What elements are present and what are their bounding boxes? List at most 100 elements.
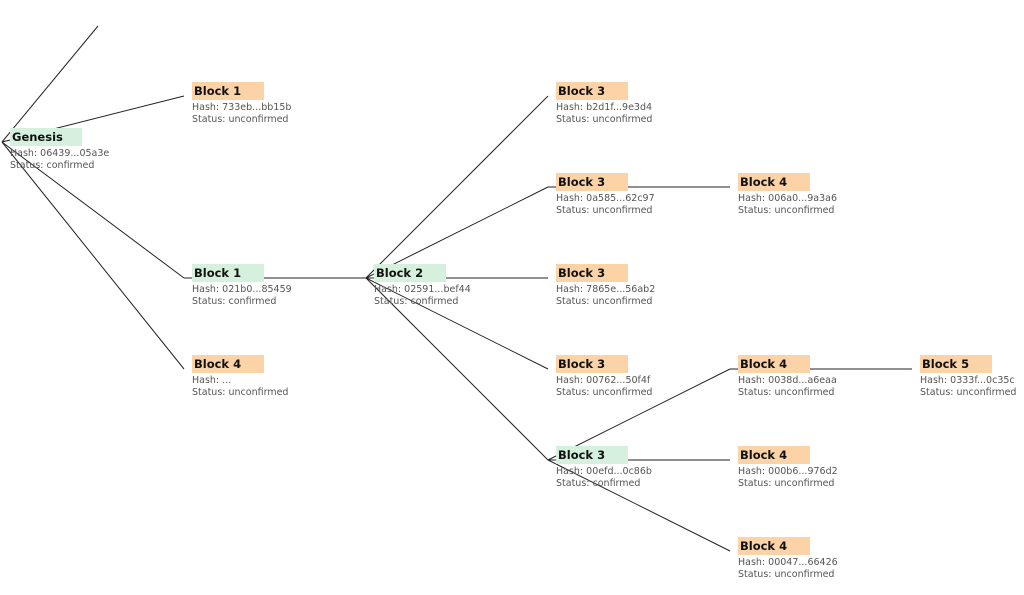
status-value: confirmed	[46, 160, 95, 171]
status-label: Status:	[738, 478, 772, 489]
block-hash-row: Hash: 02591...bef44	[374, 284, 471, 296]
block-meta: Hash: ...Status: unconfirmed	[192, 375, 288, 399]
edge-genesis-b4x	[1, 141, 185, 370]
hash-label: Hash:	[192, 375, 220, 386]
edge-b2-b3a	[365, 95, 549, 279]
hash-label: Hash:	[738, 193, 766, 204]
status-label: Status:	[374, 296, 408, 307]
status-label: Status:	[556, 114, 590, 125]
hash-label: Hash:	[192, 284, 220, 295]
block-status-row: Status: unconfirmed	[738, 569, 838, 581]
block-hash-row: Hash: ...	[192, 375, 288, 387]
status-value: unconfirmed	[228, 114, 289, 125]
block-node-b4x[interactable]: Block 4 Hash: ...Status: unconfirmed	[192, 355, 288, 399]
block-status-row: Status: unconfirmed	[556, 205, 655, 217]
edge-genesis-upstream	[1, 25, 99, 143]
block-hash-row: Hash: 0a585...62c97	[556, 193, 655, 205]
edge-genesis-b1b	[1, 141, 185, 279]
block-hash-row: Hash: 0038d...a6eaa	[738, 375, 837, 387]
status-label: Status:	[920, 387, 954, 398]
hash-label: Hash:	[556, 193, 584, 204]
hash-value: b2d1f...9e3d4	[586, 102, 653, 113]
block-status-row: Status: unconfirmed	[192, 114, 291, 126]
hash-value: 00762...50f4f	[586, 375, 651, 386]
hash-value: 00efd...0c86b	[586, 466, 652, 477]
hash-value: 0a585...62c97	[586, 193, 655, 204]
block-status-row: Status: confirmed	[374, 296, 471, 308]
block-hash-row: Hash: 06439...05a3e	[10, 148, 109, 160]
block-title: Block 4	[738, 355, 810, 373]
block-hash-row: Hash: 00efd...0c86b	[556, 466, 652, 478]
block-title: Block 3	[556, 355, 628, 373]
status-label: Status:	[556, 205, 590, 216]
hash-value: 000b6...976d2	[768, 466, 838, 477]
block-title: Block 3	[556, 264, 628, 282]
block-title: Block 3	[556, 173, 628, 191]
status-value: unconfirmed	[228, 387, 289, 398]
status-label: Status:	[738, 387, 772, 398]
status-label: Status:	[192, 114, 226, 125]
block-status-row: Status: unconfirmed	[738, 478, 838, 490]
block-status-row: Status: unconfirmed	[738, 205, 837, 217]
status-label: Status:	[556, 296, 590, 307]
block-title: Block 1	[192, 264, 264, 282]
status-value: confirmed	[410, 296, 459, 307]
hash-value: 7865e...56ab2	[586, 284, 656, 295]
status-value: unconfirmed	[774, 205, 835, 216]
block-title: Block 4	[738, 537, 810, 555]
block-status-row: Status: unconfirmed	[556, 114, 652, 126]
status-value: confirmed	[228, 296, 277, 307]
status-value: unconfirmed	[592, 296, 653, 307]
status-value: confirmed	[592, 478, 641, 489]
block-title: Block 4	[192, 355, 264, 373]
block-title: Block 4	[738, 173, 810, 191]
hash-label: Hash:	[556, 102, 584, 113]
hash-label: Hash:	[556, 375, 584, 386]
block-title: Block 1	[192, 82, 264, 100]
status-label: Status:	[556, 478, 590, 489]
status-label: Status:	[738, 569, 772, 580]
status-value: unconfirmed	[956, 387, 1017, 398]
block-hash-row: Hash: 00047...66426	[738, 557, 838, 569]
block-status-row: Status: unconfirmed	[738, 387, 837, 399]
block-hash-row: Hash: 021b0...85459	[192, 284, 292, 296]
hash-label: Hash:	[920, 375, 948, 386]
status-label: Status:	[192, 387, 226, 398]
hash-label: Hash:	[738, 375, 766, 386]
status-value: unconfirmed	[592, 205, 653, 216]
block-status-row: Status: confirmed	[556, 478, 652, 490]
block-hash-row: Hash: 00762...50f4f	[556, 375, 652, 387]
status-value: unconfirmed	[774, 569, 835, 580]
hash-value: 0333f...0c35c	[950, 375, 1015, 386]
block-hash-row: Hash: 006a0...9a3a6	[738, 193, 837, 205]
status-label: Status:	[738, 205, 772, 216]
block-status-row: Status: confirmed	[10, 160, 109, 172]
hash-value: 06439...05a3e	[40, 148, 110, 159]
status-label: Status:	[556, 387, 590, 398]
status-label: Status:	[192, 296, 226, 307]
hash-label: Hash:	[556, 466, 584, 477]
edge-b2-b3d	[365, 277, 549, 370]
